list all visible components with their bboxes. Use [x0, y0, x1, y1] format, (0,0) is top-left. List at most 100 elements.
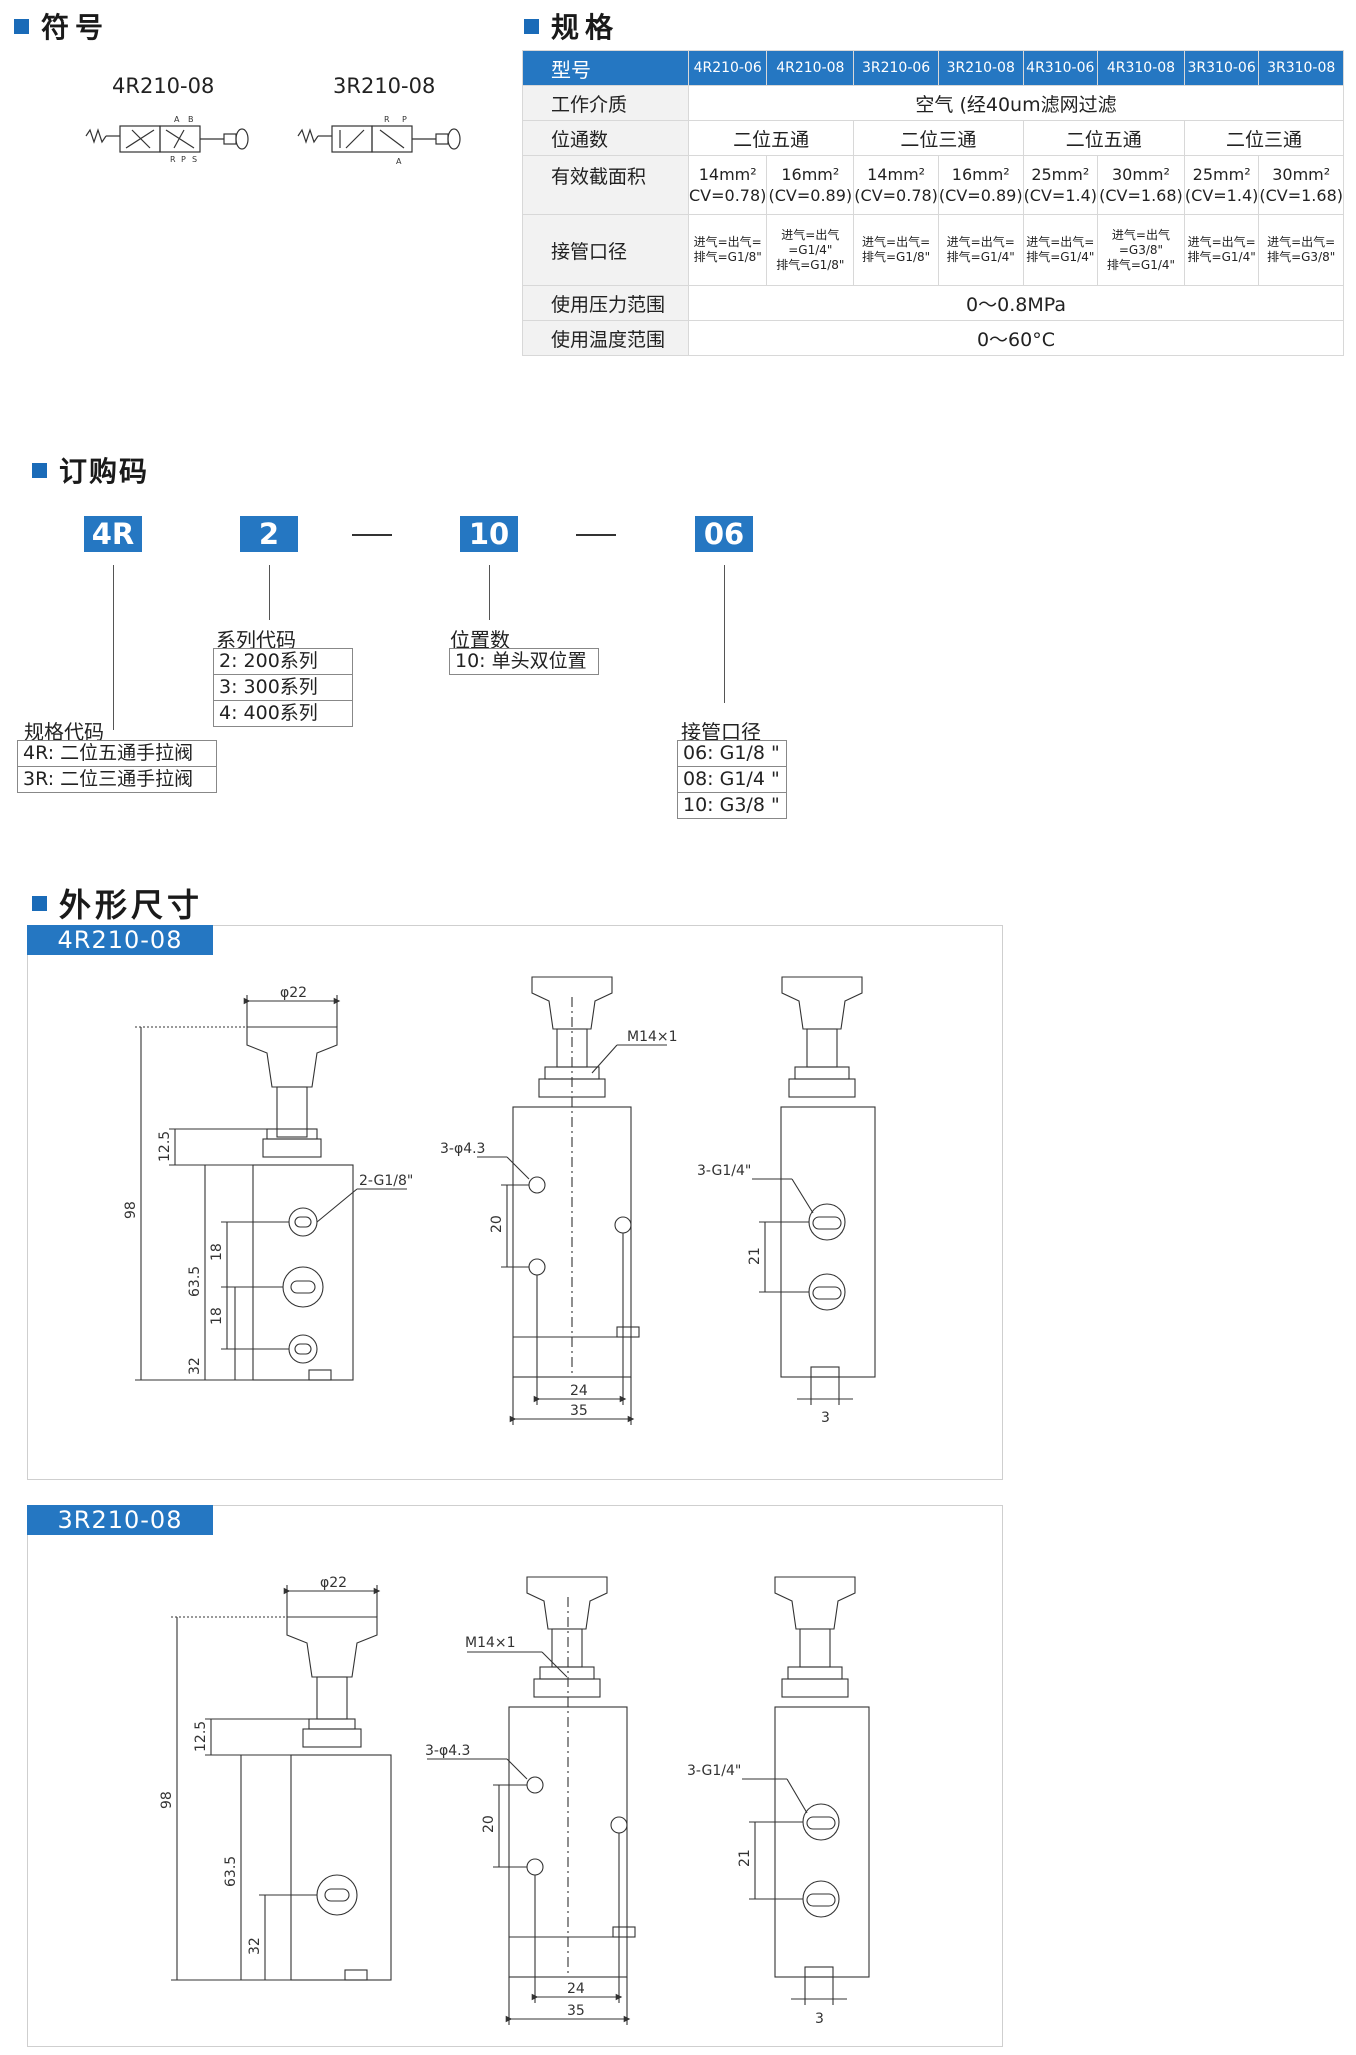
spec-area-cell: 14mm²(CV=0.78): [853, 155, 939, 215]
spec-area-cell: 25mm²(CV=1.4): [1022, 155, 1099, 215]
leader-line: [113, 565, 114, 730]
spec-medium-value: 空气 (经40um滤网过滤: [688, 85, 1344, 121]
list-item: 2: 200系列: [213, 648, 353, 675]
spec-section-title: 规格: [524, 6, 619, 46]
spec-row-label: 使用温度范围: [522, 320, 689, 356]
dim-holes: 3-φ4.3: [440, 1141, 485, 1157]
spec-area-cell: 25mm²(CV=1.4): [1183, 155, 1260, 215]
valve-symbol-3r: R P A: [297, 115, 461, 166]
title-square-icon: [524, 18, 539, 34]
dim-20: 20: [481, 1815, 497, 1833]
order-code-spec: 4R: [84, 516, 142, 552]
spec-port-cell: 进气=出气=排气=G1/8": [687, 214, 768, 286]
dim-3: 3: [821, 1410, 830, 1426]
spec-row-label: 使用压力范围: [522, 285, 689, 321]
dimension-panel-3r210: [27, 1505, 1003, 2047]
spec-code-list: 4R: 二位五通手拉阀 3R: 二位三通手拉阀: [17, 740, 217, 793]
dim-21: 21: [737, 1849, 753, 1867]
leader-line: [489, 565, 490, 620]
spec-port-cell: 进气=出气=排气=G3/8": [1258, 214, 1344, 286]
dimensions-section-title: 外形尺寸: [32, 880, 203, 926]
spec-pressure-value: 0～0.8MPa: [688, 285, 1344, 321]
leader-line: [724, 565, 725, 703]
dim-port-g18: 2-G1/8": [359, 1173, 413, 1189]
spec-row-temperature: 使用温度范围 0～60°C: [522, 320, 1344, 356]
spec-area-cell: 30mm²(CV=1.68): [1258, 155, 1344, 215]
dim-32: 32: [247, 1937, 263, 1955]
spec-port-cell: 进气=出气=排气=G1/4": [1022, 214, 1099, 286]
spec-position-cell: 二位三通: [1183, 120, 1345, 156]
spec-row-pressure: 使用压力范围 0～0.8MPa: [522, 285, 1344, 321]
dim-35: 35: [570, 1403, 588, 1419]
port-p-label: P: [181, 155, 186, 164]
spec-port-cell: 进气=出气=G1/4"排气=G1/8": [766, 214, 855, 286]
dim-m14: M14×1: [627, 1029, 678, 1045]
dimension-drawing-3r210: φ22 98 12.5 63.5 32 M14×1 3-φ4.3 20 24 3…: [159, 1575, 870, 2027]
spec-area-cell: 16mm²(CV=0.89): [937, 155, 1024, 215]
port-p-label: P: [402, 115, 407, 124]
port-a-label: A: [396, 157, 402, 166]
order-code-port: 06: [695, 516, 753, 552]
dim-21: 21: [747, 1247, 763, 1265]
dim-port-g14: 3-G1/4": [697, 1163, 751, 1179]
dim-phi22: φ22: [280, 985, 307, 1001]
leader-line: [269, 565, 270, 620]
dim-63-5: 63.5: [223, 1856, 239, 1887]
spec-port-cell: 进气=出气=排气=G1/4": [937, 214, 1024, 286]
dim-20: 20: [489, 1215, 505, 1233]
symbol-label-3r: 3R210-08: [333, 74, 436, 98]
symbols-section-title: 符号: [14, 6, 109, 46]
dim-24: 24: [567, 1981, 585, 1997]
spec-area-cell: 30mm²(CV=1.68): [1097, 155, 1185, 215]
order-dash: [352, 534, 392, 536]
spec-model-cell: 3R210-08: [937, 50, 1024, 86]
title-square-icon: [14, 18, 29, 34]
spec-row-label: 工作介质: [522, 85, 689, 121]
list-item: 4: 400系列: [213, 701, 353, 727]
spec-header-row: 型号 4R210-06 4R210-08 3R210-06 3R210-08 4…: [522, 50, 1344, 86]
dim-98: 98: [123, 1201, 139, 1219]
spec-table: 型号 4R210-06 4R210-08 3R210-06 3R210-08 4…: [522, 50, 1345, 356]
spec-row-port: 接管口径 进气=出气=排气=G1/8" 进气=出气=G1/4"排气=G1/8" …: [522, 214, 1344, 286]
spec-model-cell: 3R310-08: [1258, 50, 1344, 86]
spec-model-cell: 4R210-08: [766, 50, 855, 86]
spec-model-cell: 3R210-06: [853, 50, 939, 86]
port-r-label: R: [384, 115, 390, 124]
spec-model-cell: 4R310-08: [1097, 50, 1185, 86]
spec-row-medium: 工作介质 空气 (经40um滤网过滤: [522, 85, 1344, 121]
dim-24: 24: [570, 1383, 588, 1399]
position-count-list: 10: 单头双位置: [449, 648, 599, 675]
spec-area-cell: 16mm²(CV=0.89): [766, 155, 855, 215]
spec-row-label: 有效截面积: [522, 155, 689, 215]
list-item: 3R: 二位三通手拉阀: [17, 767, 217, 793]
dimension-drawing-4r210: φ22 98 12.5 63.5 18 18 32 2-G1/8" M14×1 …: [123, 976, 876, 1426]
order-section-title: 订购码: [32, 450, 149, 490]
list-item: 06: G1/8 ": [677, 740, 787, 767]
list-item: 3: 300系列: [213, 675, 353, 701]
spec-row-label: 接管口径: [522, 214, 689, 286]
spec-position-cell: 二位五通: [687, 120, 855, 156]
panel-tab-3r210: 3R210-08: [27, 1505, 213, 1535]
order-code-position: 10: [460, 516, 518, 552]
list-item: 10: G3/8 ": [677, 793, 787, 819]
dimension-panel-4r210: [27, 925, 1003, 1480]
spec-port-cell: 进气=出气=排气=G1/8": [853, 214, 939, 286]
title-square-icon: [32, 462, 47, 478]
symbol-label-4r: 4R210-08: [112, 74, 215, 98]
spec-row-positions: 位通数 二位五通 二位三通 二位五通 二位三通: [522, 120, 1345, 156]
spec-position-cell: 二位五通: [1022, 120, 1185, 156]
spec-position-cell: 二位三通: [853, 120, 1024, 156]
port-s-label: S: [192, 155, 197, 164]
port-r-label: R: [170, 155, 176, 164]
port-a-label: A: [174, 115, 180, 124]
spec-port-cell: 进气=出气=排气=G1/4": [1183, 214, 1260, 286]
spec-model-cell: 4R210-06: [687, 50, 768, 86]
order-dash: [576, 534, 616, 536]
spec-model-cell: 3R310-06: [1183, 50, 1260, 86]
dim-m14: M14×1: [465, 1635, 516, 1651]
list-item: 10: 单头双位置: [449, 648, 599, 675]
list-item: 08: G1/4 ": [677, 767, 787, 793]
dim-35: 35: [567, 2003, 585, 2019]
